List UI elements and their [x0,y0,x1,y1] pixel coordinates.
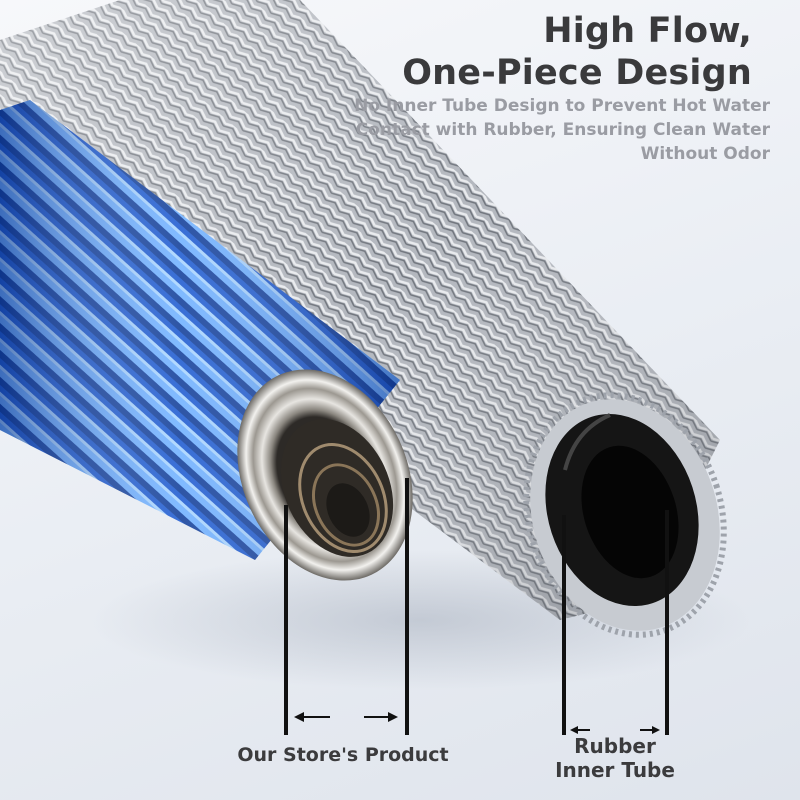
feature-description-line-2: Contact with Rubber, Ensuring Clean Wate… [355,120,770,140]
store-product-label: Our Store's Product [237,744,449,766]
feature-description: No Inner Tube Design to Prevent Hot Wate… [300,94,770,166]
rubber-inner-tube-label: Rubber Inner Tube [540,734,690,782]
steel-hose-end [237,369,413,581]
rubber-tube-diameter-marker [562,510,669,735]
braided-hose-end [523,392,727,638]
store-product-diameter-marker [284,478,409,735]
rubber-label-line-2: Inner Tube [555,758,675,782]
rubber-label-line-1: Rubber [574,734,656,758]
feature-description-line-3: Without Odor [640,144,770,164]
headline-line-2: One-Piece Design [402,53,752,93]
feature-description-line-1: No Inner Tube Design to Prevent Hot Wate… [354,96,770,116]
headline-line-1: High Flow, [543,11,752,51]
headline: High Flow, One-Piece Design [332,10,752,94]
